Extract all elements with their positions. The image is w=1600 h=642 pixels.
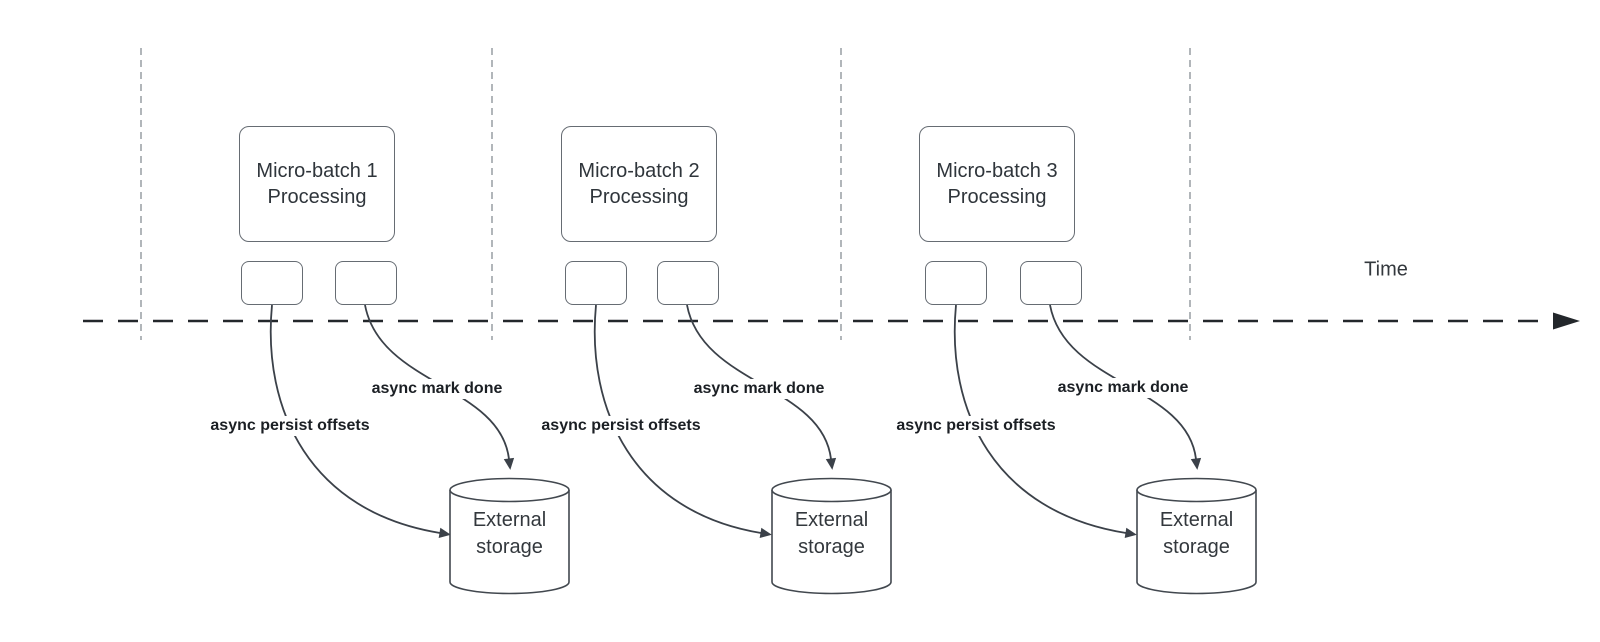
async-persist-offsets-arrow (269, 304, 451, 539)
sub-task-box (1020, 261, 1082, 305)
micro-batch-subtitle: Processing (267, 186, 367, 208)
async-persist-offsets-label: async persist offsets (538, 416, 704, 436)
external-storage-cylinder (771, 477, 892, 595)
external-storage-label: External storage (1159, 509, 1234, 558)
async-persist-offsets-label: async persist offsets (893, 416, 1059, 436)
external-storage-label: External storage (472, 509, 547, 558)
micro-batch-name: Micro-batch 1 (256, 160, 378, 182)
sub-task-box (335, 261, 397, 305)
micro-batch-name: Micro-batch 2 (578, 160, 700, 182)
micro-batch-box: Micro-batch 3 Processing (919, 126, 1075, 242)
micro-batch-subtitle: Processing (947, 186, 1047, 208)
async-mark-done-label: async mark done (368, 379, 506, 399)
sub-task-box (657, 261, 719, 305)
sub-task-box (565, 261, 627, 305)
async-persist-offsets-arrow (953, 304, 1137, 539)
sub-task-box (925, 261, 987, 305)
external-storage-cylinder (1136, 477, 1257, 595)
micro-batch-subtitle: Processing (589, 186, 689, 208)
async-mark-done-label: async mark done (690, 379, 828, 399)
async-persist-offsets-label: async persist offsets (207, 416, 373, 436)
async-mark-done-label: async mark done (1054, 378, 1192, 398)
micro-batch-name: Micro-batch 3 (936, 160, 1058, 182)
time-axis-arrowhead-icon (1553, 312, 1580, 330)
sub-task-box (241, 261, 303, 305)
micro-batch-box: Micro-batch 2 Processing (561, 126, 717, 242)
time-axis-label: Time (1364, 258, 1408, 281)
async-persist-offsets-arrow (593, 304, 772, 539)
external-storage-cylinder (449, 477, 570, 595)
external-storage-label: External storage (794, 509, 869, 558)
micro-batch-box: Micro-batch 1 Processing (239, 126, 395, 242)
